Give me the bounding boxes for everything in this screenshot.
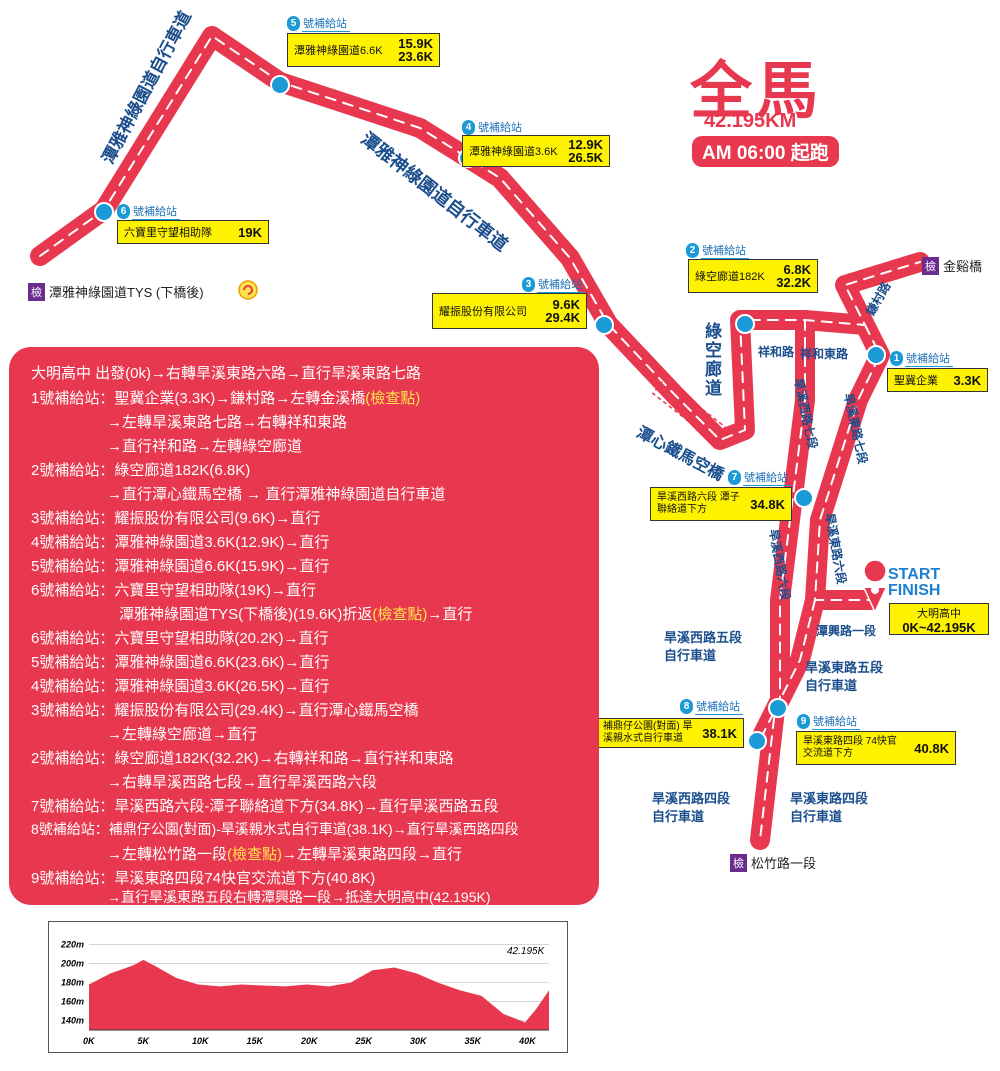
elevation-y-tick: 180m bbox=[61, 978, 84, 988]
elevation-y-tick: 200m bbox=[60, 959, 84, 969]
road-label-hanxi-w4: 旱溪西路四段 自行車道 bbox=[652, 791, 731, 824]
station-dot-6 bbox=[94, 202, 114, 222]
elevation-chart: 220m 200m 180m 160m 140m 0K 5K 10K 15K 20K 25K 30K 3… bbox=[60, 940, 549, 1046]
route-line: 2號補給站：綠空廊道182K(6.8K) bbox=[31, 462, 251, 479]
route-line: 2號補給站：綠空廊道182K(32.2K)→右轉祥和路→直行祥和東路 bbox=[31, 750, 454, 767]
elevation-x-tick: 30K bbox=[410, 1036, 428, 1046]
road-label-xianghe: 祥和路 bbox=[758, 345, 795, 359]
checkpoint-tys: 檢潭雅神綠園道TYS (下橋後) bbox=[28, 282, 204, 301]
station-dot-3 bbox=[594, 315, 614, 335]
page-title: 全馬 bbox=[690, 57, 823, 126]
route-line: 7號補給站：旱溪西路六段-潭子聯絡道下方(34.8K)→直行旱溪西路五段 bbox=[31, 798, 499, 815]
route-line: 5號補給站：潭雅神綠園道6.6K(23.6K)→直行 bbox=[31, 654, 330, 671]
elevation-x-tick: 5K bbox=[138, 1036, 151, 1046]
start-finish-box: 大明高中 0K~42.195K bbox=[889, 603, 989, 635]
route-line: 3號補給站：耀振股份有限公司(29.4K)→直行潭心鐵馬空橋 bbox=[31, 702, 419, 719]
road-label-xianghe-east: 祥和東路 bbox=[800, 347, 849, 361]
start-pin-icon bbox=[863, 559, 887, 614]
route-line: →左轉松竹路一段(檢查點)→左轉旱溪東路四段→直行 bbox=[107, 846, 463, 863]
route-line: →直行祥和路→左轉綠空廊道 bbox=[107, 438, 303, 455]
route-line: 4號補給站：潭雅神綠園道3.6K(26.5K)→直行 bbox=[31, 678, 330, 695]
start-time-badge: AM 06:00 起跑 bbox=[692, 136, 839, 167]
station-dot-7 bbox=[794, 488, 814, 508]
route-line: 6號補給站：六寶里守望相助隊(20.2K)→直行 bbox=[31, 630, 329, 647]
route-centerline bbox=[39, 35, 921, 841]
road-label-hanxi-w5: 旱溪西路五段 自行車道 bbox=[664, 630, 743, 663]
start-finish-label: START FINISH bbox=[888, 566, 941, 599]
elevation-total-label: 42.195K bbox=[507, 946, 546, 957]
route-line: →左轉旱溪東路七路→右轉祥和東路 bbox=[107, 414, 348, 431]
station-dot-8 bbox=[747, 731, 767, 751]
route-line: 1號補給站：聖冀企業(3.3K)→鎌村路→左轉金溪橋(檢查點) bbox=[31, 390, 421, 407]
route-line: →左轉綠空廊道→直行 bbox=[107, 726, 258, 743]
elevation-x-tick: 0K bbox=[83, 1036, 96, 1046]
station-dot-2 bbox=[735, 314, 755, 334]
elevation-area bbox=[89, 959, 549, 1030]
route-line: 4號補給站：潭雅神綠園道3.6K(12.9K)→直行 bbox=[31, 534, 330, 551]
elevation-y-tick: 140m bbox=[61, 1016, 84, 1026]
elevation-x-tick: 25K bbox=[355, 1036, 374, 1046]
elevation-x-tick: 40K bbox=[518, 1036, 537, 1046]
elevation-profile: 220m 200m 180m 160m 140m 0K 5K 10K 15K 20K 25K 30K 3… bbox=[48, 921, 568, 1053]
elevation-y-tick: 220m bbox=[60, 940, 84, 950]
route-line: →直行潭心鐵馬空橋 → 直行潭雅神綠園道自行車道 bbox=[107, 486, 446, 503]
route-line: 8號補給站：補鼎仔公園(對面)-旱溪親水式自行車道(38.1K)→直行旱溪西路四… bbox=[31, 821, 519, 837]
route-line: 6號補給站：六寶里守望相助隊(19K)→直行 bbox=[31, 582, 317, 599]
elevation-x-tick: 10K bbox=[192, 1036, 210, 1046]
elevation-x-tick: 35K bbox=[465, 1036, 483, 1046]
road-label-hanxi-e4: 旱溪東路四段 自行車道 bbox=[790, 791, 869, 824]
road-label-green-corridor: 綠空廊道 bbox=[705, 322, 722, 398]
elevation-y-tick: 160m bbox=[61, 997, 84, 1007]
elevation-x-tick: 20K bbox=[300, 1036, 319, 1046]
route-line: 潭雅神綠園道TYS(下橋後)(19.6K)折返(檢查點)→直行 bbox=[119, 606, 473, 623]
road-label-hanxi-e5: 旱溪東路五段 自行車道 bbox=[805, 660, 884, 693]
route-line: 9號補給站：旱溪東路四段74快官交流道下方(40.8K) bbox=[31, 870, 376, 887]
station-dot-9 bbox=[768, 698, 788, 718]
route-line: 5號補給站：潭雅神綠園道6.6K(15.9K)→直行 bbox=[31, 558, 330, 575]
elevation-x-tick: 15K bbox=[247, 1036, 265, 1046]
checkpoint-songzhu-rd: 檢松竹路一段 bbox=[730, 853, 816, 872]
road-label-start: 潭興路一段 bbox=[816, 624, 877, 638]
station-dot-1 bbox=[866, 345, 886, 365]
race-distance: 42.195KM bbox=[704, 110, 797, 132]
route-description-panel: 大明高中 出發(0k)→右轉旱溪東路六路→直行旱溪東路七路 1號補給站：聖冀企業… bbox=[9, 347, 599, 905]
route-line: →右轉旱溪西路七段→直行旱溪西路六段 bbox=[107, 774, 378, 791]
station-dot-5 bbox=[270, 75, 290, 95]
route-line: →直行旱溪東路五段右轉潭興路一段→抵達大明高中(42.195K) bbox=[107, 889, 491, 905]
route-line: 3號補給站：耀振股份有限公司(9.6K)→直行 bbox=[31, 510, 321, 527]
turnaround-icon bbox=[238, 280, 258, 300]
checkpoint-jinxi-bridge: 檢金谿橋 bbox=[922, 256, 982, 275]
route-line: 大明高中 出發(0k)→右轉旱溪東路六路→直行旱溪東路七路 bbox=[31, 365, 422, 382]
